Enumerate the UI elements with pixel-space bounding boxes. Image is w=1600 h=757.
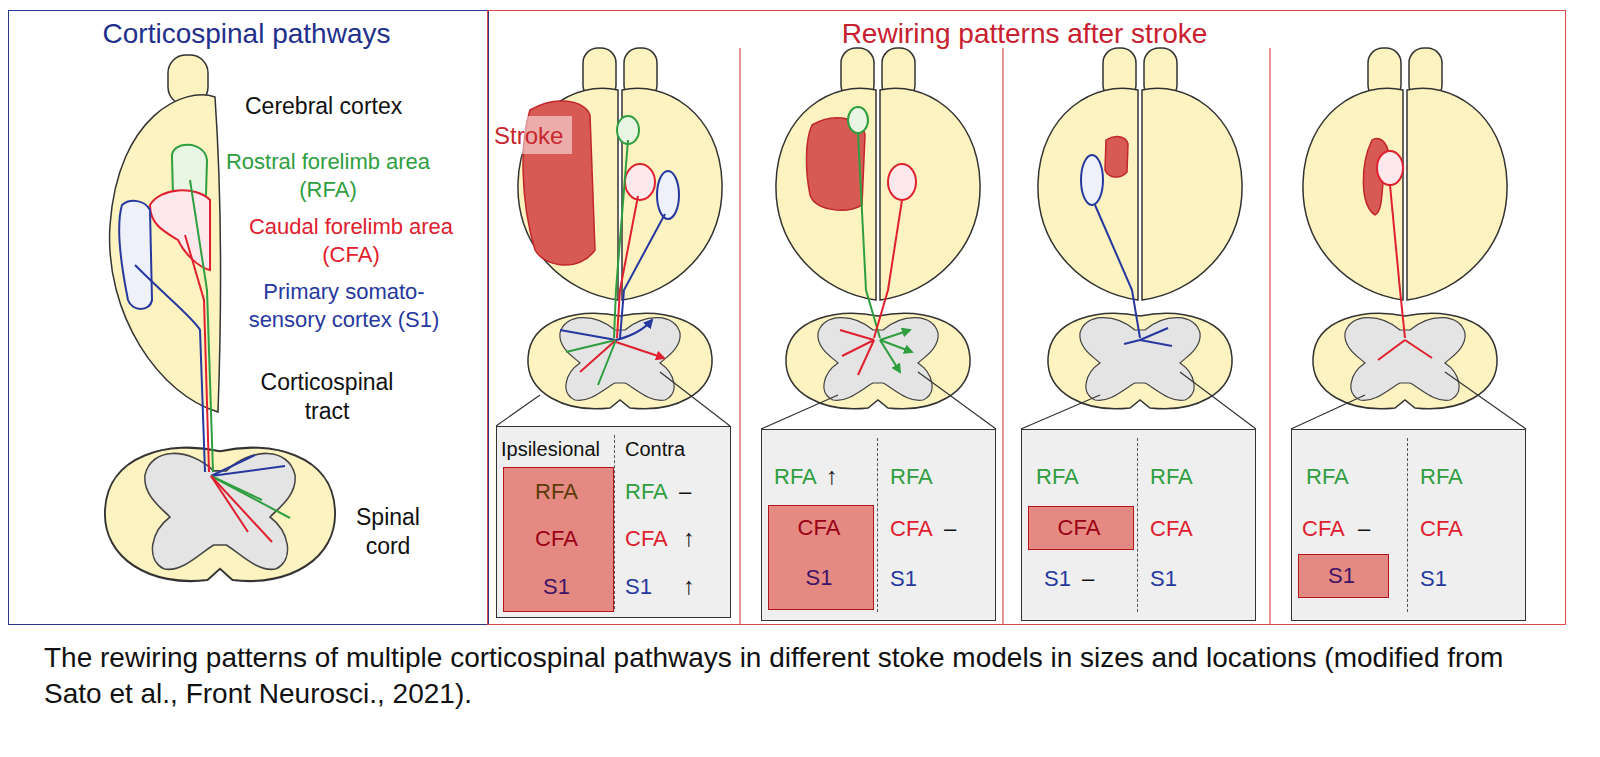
node-text: S1 (625, 574, 652, 600)
node-text: ↑ (826, 462, 838, 491)
node-text: RFA (504, 479, 609, 505)
node-text: CFA (504, 526, 609, 552)
region-label: Rostral forelimb area (RFA) (208, 148, 448, 203)
column-divider (1407, 438, 1408, 612)
zoom-box: IpsilesionalContraRFA–CFA↑S1↑RFACFAS1 (496, 426, 731, 618)
region-label: Primary somato- sensory cortex (S1) (233, 278, 455, 333)
node-text: RFA (1306, 464, 1349, 490)
node-text: S1 (1044, 566, 1071, 592)
node-text: RFA (1420, 464, 1463, 490)
node-text: RFA (625, 479, 668, 505)
node-text: S1 (890, 566, 917, 592)
node-text: Contra (625, 437, 685, 461)
node-text: – (1082, 566, 1094, 592)
stroke-box: S1 (1298, 554, 1389, 598)
node-text: ↑ (683, 524, 695, 553)
node-text: – (944, 516, 956, 542)
column-divider (877, 438, 878, 612)
node-text: RFA (774, 464, 817, 490)
node-text: RFA (1150, 464, 1193, 490)
node-text: CFA (1150, 516, 1193, 542)
stroke-box: RFA CFA S1 (503, 467, 614, 612)
stroke-box: CFA (1028, 506, 1134, 550)
stroke-box: CFA S1 (768, 505, 874, 610)
zoom-box: RFA↑RFACFA–S1CFAS1 (761, 429, 996, 621)
zoom-box: RFARFAS1–CFAS1CFA (1021, 429, 1256, 621)
node-text: S1 (1150, 566, 1177, 592)
node-text: – (679, 479, 691, 505)
node-text: S1 (1420, 566, 1447, 592)
stroke-label: Stroke (494, 121, 563, 151)
node-text: CFA (1029, 515, 1129, 541)
node-text: ↑ (683, 572, 695, 601)
node-text: – (1358, 516, 1370, 542)
node-text: Corticospinal pathways (9, 17, 484, 51)
node-text: CFA (890, 516, 933, 542)
node-text: RFA (890, 464, 933, 490)
region-label: Cerebral cortex (245, 92, 402, 121)
node-text: S1 (504, 574, 609, 600)
region-label: Corticospinal tract (247, 368, 407, 426)
node-text: S1 (769, 565, 869, 591)
figure-caption: The rewiring patterns of multiple cortic… (44, 640, 1544, 712)
column-divider (614, 435, 615, 609)
node-text: Ipsilesional (501, 437, 600, 461)
region-label: Spinal cord (345, 503, 431, 561)
zoom-box: RFARFACFA–CFAS1S1 (1291, 429, 1526, 621)
panel: Rewiring patterns after strokeIpsilesion… (487, 10, 1566, 625)
node-text: CFA (769, 515, 869, 541)
column-divider (1137, 438, 1138, 612)
region-label: Caudal forelimb area (CFA) (236, 213, 466, 268)
node-text: RFA (1036, 464, 1079, 490)
node-text: CFA (1302, 516, 1345, 542)
node-text: CFA (625, 526, 668, 552)
node-text: S1 (1299, 563, 1384, 589)
node-text: CFA (1420, 516, 1463, 542)
node-text: Rewiring patterns after stroke (488, 17, 1561, 51)
